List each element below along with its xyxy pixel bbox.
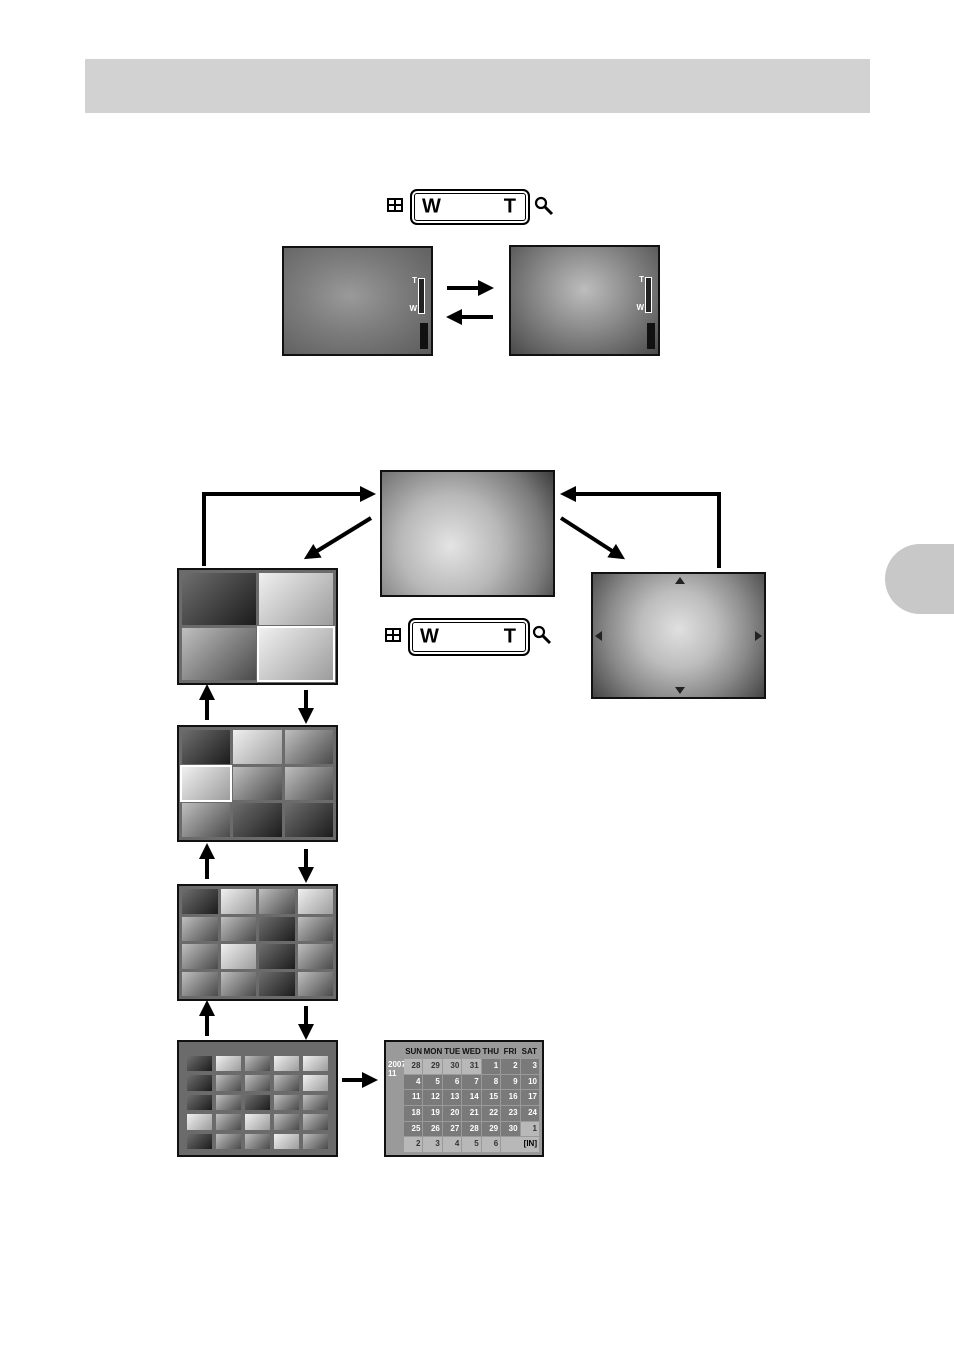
arrow-single-to-closeup xyxy=(561,518,620,556)
arrow-single-to-index xyxy=(309,518,371,556)
arrow-index-to-single xyxy=(204,494,370,566)
arrow-closeup-to-single xyxy=(566,494,719,568)
